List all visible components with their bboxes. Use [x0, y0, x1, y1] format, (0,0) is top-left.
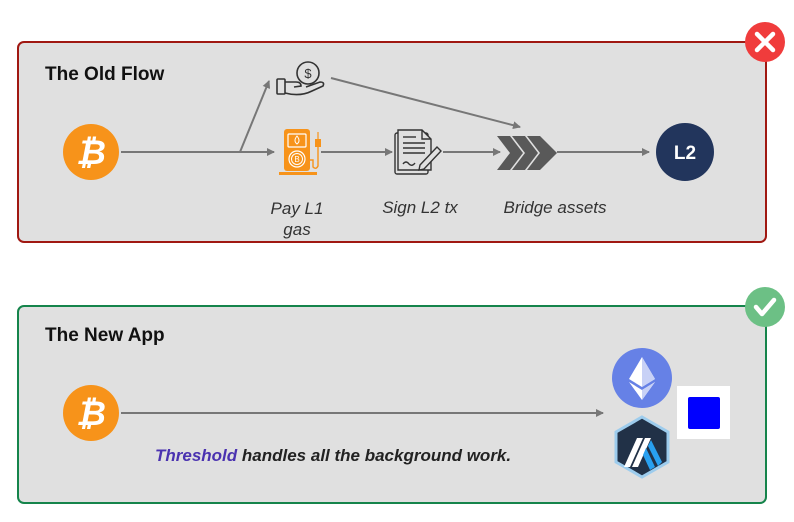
svg-text:₿: ₿ [76, 134, 106, 172]
document-sign-icon [394, 129, 442, 175]
svg-text:B: B [294, 155, 299, 164]
gas-pump-icon: B [279, 129, 321, 175]
blue-square-logo-icon [688, 397, 720, 429]
step-label-sign: Sign L2 tx [382, 198, 458, 217]
ethereum-icon [612, 348, 672, 408]
arbitrum-icon [614, 415, 670, 479]
caption-text: handles all the background work. [237, 446, 512, 465]
step-label-bridge: Bridge assets [503, 198, 607, 217]
step-label-pay-gas: Pay L1 gas [262, 198, 332, 240]
svg-text:₿: ₿ [76, 395, 106, 433]
bitcoin-icon: ₿ [63, 385, 119, 441]
new-app-caption: Threshold handles all the background wor… [155, 446, 511, 466]
svg-text:$: $ [304, 66, 312, 81]
step-label-line: Pay L1 [270, 199, 324, 218]
chevrons-icon [497, 136, 557, 170]
new-app-title: The New App [45, 325, 165, 346]
money-hand-icon: $ [276, 61, 325, 96]
success-badge-icon [745, 287, 785, 327]
old-flow-connectors [121, 77, 650, 156]
l2-icon: L2 [656, 123, 714, 181]
arrow-money-to-bridge [330, 77, 521, 130]
step-label-line: gas [283, 220, 311, 239]
old-flow-panel [17, 41, 767, 243]
bitcoin-icon: ₿ [63, 124, 119, 180]
old-flow-title: The Old Flow [45, 64, 165, 85]
fail-badge-icon [745, 22, 785, 62]
arrow-btc-to-money [239, 80, 271, 153]
brand-name: Threshold [155, 446, 238, 465]
svg-text:L2: L2 [674, 143, 696, 164]
